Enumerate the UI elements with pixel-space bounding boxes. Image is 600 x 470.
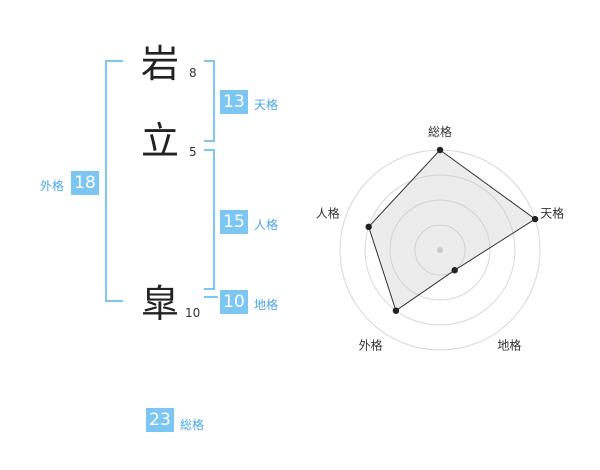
tenkaku-label: 天格 (254, 98, 279, 112)
soukaku-value: 23 (146, 408, 174, 432)
stroke-count-2: 5 (189, 145, 197, 159)
gaikaku-value: 18 (71, 171, 99, 195)
name-char-2: 立 (141, 119, 180, 163)
radar-point-5 (365, 223, 372, 231)
radar-ring (364, 174, 516, 326)
gaikaku-bracket (105, 60, 123, 302)
tenkaku-bracket (204, 60, 215, 142)
soukaku-label: 総格 (180, 418, 205, 432)
radar-center (437, 247, 443, 253)
radar-axis-label-3: 地格 (497, 337, 521, 352)
stroke-count-3: 10 (185, 306, 201, 320)
jinkaku-bracket (204, 149, 215, 290)
chikaku-tick (204, 296, 218, 298)
name-char-3: 皐 (141, 282, 180, 326)
radar-point-2 (531, 215, 539, 223)
jinkaku-value: 15 (220, 210, 248, 234)
radar-axis-label-5: 人格 (316, 206, 340, 221)
chikaku-label: 地格 (254, 298, 279, 312)
tenkaku-value: 13 (220, 90, 248, 114)
radar-axis-label-1: 総格 (428, 124, 452, 139)
gaikaku-label: 外格 (40, 179, 65, 193)
radar-axis-label-4: 外格 (359, 337, 383, 352)
jinkaku-label: 人格 (254, 218, 279, 232)
stroke-count-1: 8 (189, 66, 197, 80)
radar-ring (414, 224, 466, 276)
radar-point-4 (392, 307, 400, 314)
chikaku-value: 10 (220, 290, 248, 314)
radar-point-3 (451, 267, 458, 274)
radar-ring (389, 199, 491, 301)
radar-series-area (368, 149, 536, 312)
radar-axis-label-2: 天格 (540, 206, 564, 221)
radar-point-1 (436, 146, 444, 154)
name-char-1: 岩 (141, 42, 180, 86)
